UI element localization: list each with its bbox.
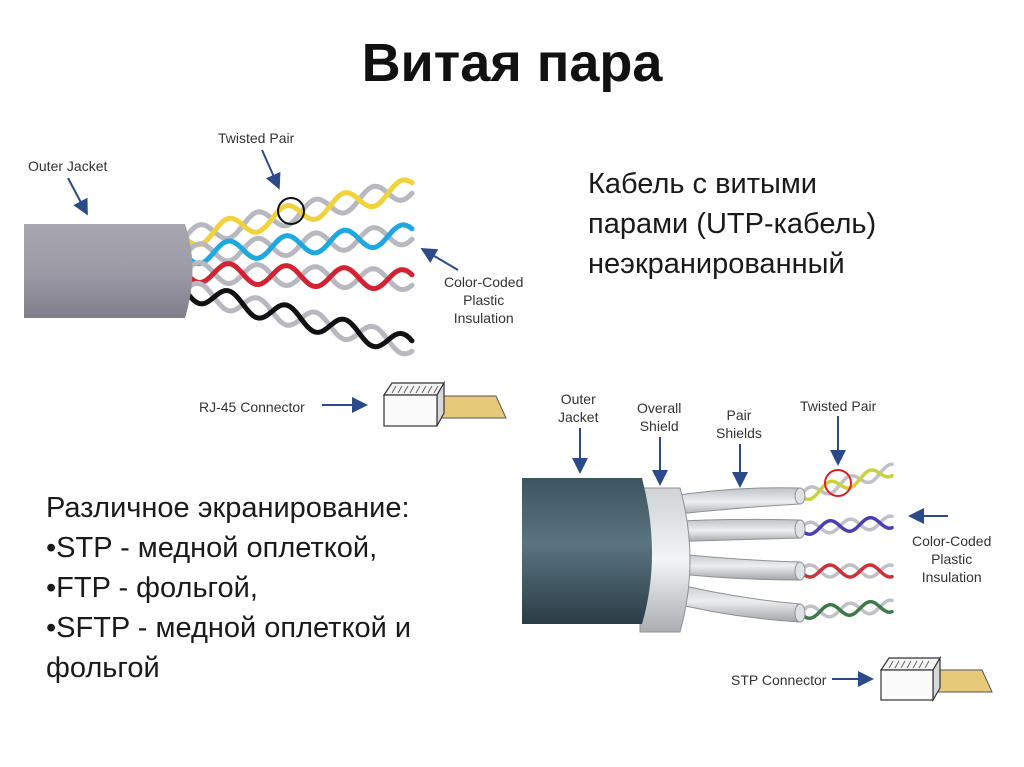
- stp-insulation-label-line: Plastic: [931, 551, 973, 567]
- utp-wire-colored: [182, 287, 415, 350]
- stp-wire-colored: [798, 599, 894, 621]
- utp-wire-partner: [182, 259, 415, 293]
- utp-twisted-pair-arrow: [261, 149, 281, 190]
- stp-wire-colored: [798, 563, 894, 579]
- utp-wire-colored: [182, 177, 415, 248]
- stp-insulation-label-line: Color-Coded: [912, 533, 992, 549]
- utp-description-line: Кабель с витыми: [588, 168, 817, 200]
- stp-wires: [798, 462, 894, 621]
- stp-outer-jacket: [522, 478, 652, 624]
- utp-insulation-label-line: Insulation: [453, 310, 514, 326]
- stp-wire-partner: [798, 462, 894, 498]
- stp-insulation-label-line: Insulation: [921, 569, 982, 585]
- utp-insulation-label: Color-Coded Plastic Insulation: [444, 273, 523, 327]
- utp-cable: [24, 177, 415, 357]
- utp-description-line: неэкранированный: [588, 248, 845, 280]
- shielding-description-item: фольгой: [46, 652, 160, 684]
- rj45-connector-label: RJ-45 Connector: [199, 399, 305, 415]
- stp-overall-shield-label: Overall Shield: [637, 399, 681, 435]
- stp-connector: [879, 655, 993, 703]
- utp-description-line: парами (UTP-кабель): [588, 208, 877, 240]
- pair-shields: [659, 487, 806, 623]
- twisted-pair-highlight: [277, 197, 305, 225]
- utp-wire-partner: [182, 183, 415, 242]
- utp-wire-colored: [182, 222, 415, 267]
- stp-wire-colored: [798, 468, 894, 502]
- utp-wires: [182, 177, 415, 357]
- shielding-description: Различное экранирование: •STP - медной о…: [46, 488, 411, 688]
- utp-wire-partner: [182, 225, 415, 264]
- rj45-connector: [382, 380, 507, 427]
- stp-twisted-pair-label: Twisted Pair: [800, 398, 877, 414]
- shielding-description-heading: Различное экранирование:: [46, 492, 410, 524]
- stp-outer-jacket-label: Outer Jacket: [558, 390, 598, 426]
- stp-wire-partner: [798, 514, 894, 535]
- shielding-description-item: •SFTP - медной оплеткой и: [46, 612, 412, 644]
- utp-outer-jacket-label: Outer Jacket: [28, 158, 108, 174]
- stp-insulation-label: Color-Coded Plastic Insulation: [912, 532, 991, 586]
- utp-outer-jacket: [24, 224, 193, 318]
- utp-wire-colored: [182, 261, 415, 291]
- shielding-description-item: •STP - медной оплеткой,: [46, 532, 378, 564]
- utp-insulation-label-line: Plastic: [463, 292, 505, 308]
- utp-description: Кабель с витыми парами (UTP-кабель) неэк…: [588, 164, 876, 284]
- utp-insulation-label-line: Color-Coded: [444, 274, 524, 290]
- stp-connector-label: STP Connector: [731, 672, 827, 688]
- stp-pair-shields-label-line: Shields: [716, 425, 762, 441]
- stp-wire-partner: [798, 598, 894, 619]
- stp-pair-shields-label-line: Pair: [726, 407, 752, 423]
- stp-overall-shield-label-line: Shield: [639, 418, 679, 434]
- utp-wire-partner: [182, 280, 415, 357]
- stp-pair-shields-label: Pair Shields: [716, 406, 762, 442]
- stp-overall-shield-label-line: Overall: [637, 400, 682, 416]
- stp-twisted-pair-highlight: [824, 469, 852, 497]
- stp-outer-jacket-label-line: Outer: [560, 391, 596, 407]
- shielding-description-item: •FTP - фольгой,: [46, 572, 258, 604]
- utp-outer-jacket-arrow: [67, 177, 88, 216]
- stp-cable: [522, 462, 894, 633]
- stp-wire-colored: [798, 515, 894, 537]
- stp-outer-jacket-label-line: Jacket: [558, 409, 599, 425]
- stp-overall-shield: [639, 487, 691, 633]
- page-title: Витая пара: [361, 33, 663, 93]
- utp-insulation-arrow: [420, 247, 459, 271]
- stp-wire-partner: [798, 563, 894, 579]
- utp-twisted-pair-label: Twisted Pair: [218, 130, 295, 146]
